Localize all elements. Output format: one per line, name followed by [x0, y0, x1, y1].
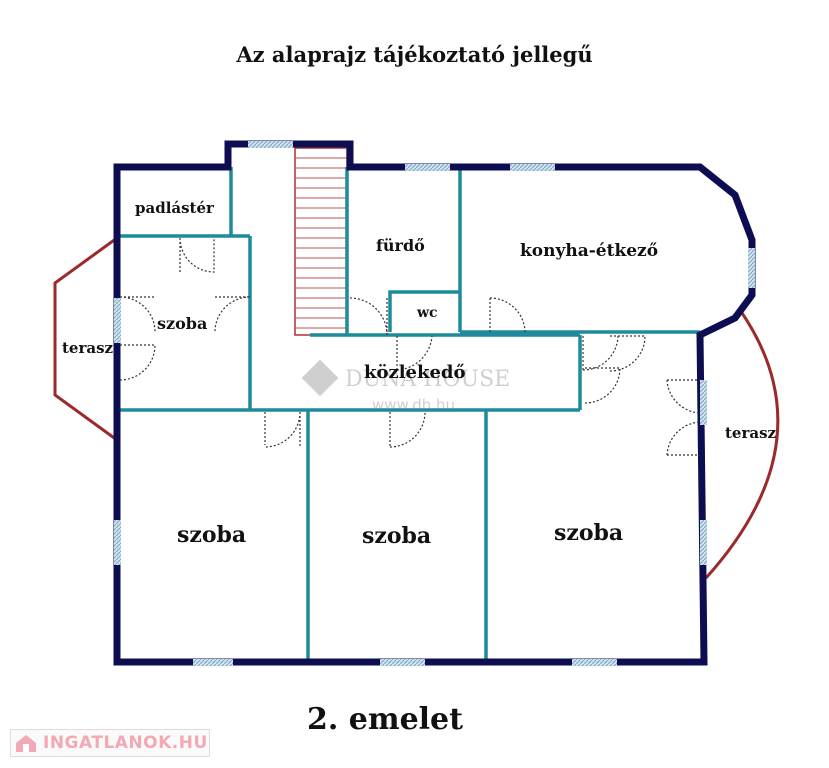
terrace-right-outline: [704, 309, 780, 580]
staircase: [294, 147, 348, 336]
dunahouse-logo-icon: [301, 359, 339, 397]
room-label-padlaster: padlástér: [135, 199, 215, 217]
door-swings: [119, 237, 701, 456]
watermark-url: www.dh.hu: [372, 396, 455, 414]
room-label-terasz-left: terasz: [62, 339, 114, 357]
logo-text: INGATLANOK.HU: [43, 733, 208, 753]
room-label-wc: wc: [416, 305, 438, 321]
windows: [114, 141, 755, 666]
floor-label: 2. emelet: [306, 702, 464, 737]
room-label-szoba-3: szoba: [554, 520, 623, 546]
room-label-furdo: fürdő: [376, 236, 425, 255]
room-label-terasz-right: terasz: [725, 424, 777, 442]
dunahouse-watermark: DUNA HOUSE www.dh.hu: [301, 359, 510, 414]
room-label-szoba-1: szoba: [177, 522, 246, 548]
inner-walls: [117, 167, 700, 662]
terrace-left-outline: [53, 236, 118, 442]
room-label-konyha: konyha-étkező: [520, 241, 658, 261]
house-icon: [16, 735, 36, 752]
plan-title: Az alaprajz tájékoztató jellegű: [236, 42, 593, 67]
room-label-szoba-2: szoba: [362, 523, 431, 549]
room-label-szoba-small: szoba: [157, 314, 207, 333]
room-label-kozlekedo: közlekedő: [364, 362, 466, 383]
ingatlanok-logo: INGATLANOK.HU: [10, 729, 210, 757]
watermark-brand: DUNA HOUSE: [345, 367, 510, 392]
